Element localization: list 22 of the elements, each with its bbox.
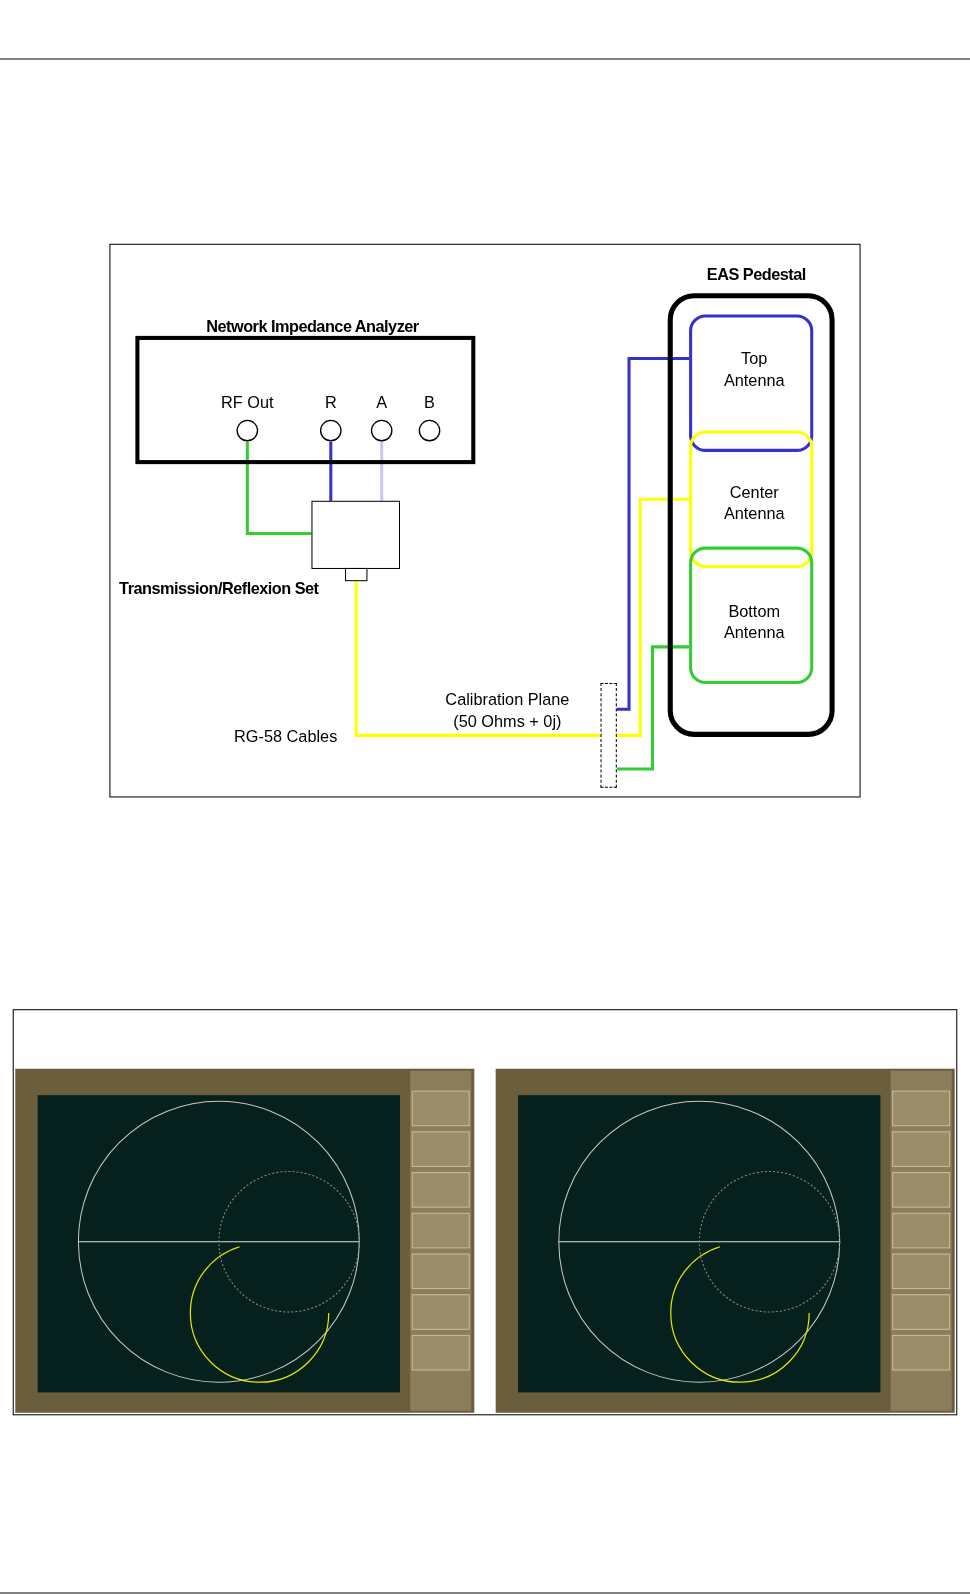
node-label: Calibration Plane (50 Ohms + 0j) [444,690,571,732]
antenna-loop [689,314,814,452]
port-label: R [323,392,338,414]
node-label: Center Antenna [722,482,786,525]
cable-line [245,441,312,536]
node-label: Top Antenna [722,349,786,391]
cable-line [380,441,384,501]
heading: EAS Pedestal [705,264,807,285]
cable-label: RG-58 Cables [234,726,338,748]
antenna-loop [689,430,814,568]
cable-line [616,497,690,737]
port-label: B [423,392,436,414]
cable-line [616,356,690,711]
port-label: RF Out [220,392,275,414]
cable-line [616,645,690,771]
antenna-loop [689,546,814,684]
cable-line [354,581,601,737]
heading: Network Impedance Analyzer [205,316,420,337]
heading: Transmission/Reflexion Set [119,579,320,600]
cable-line [329,441,333,501]
port-label: A [375,392,389,414]
node-label: Bottom Antenna [722,601,786,644]
